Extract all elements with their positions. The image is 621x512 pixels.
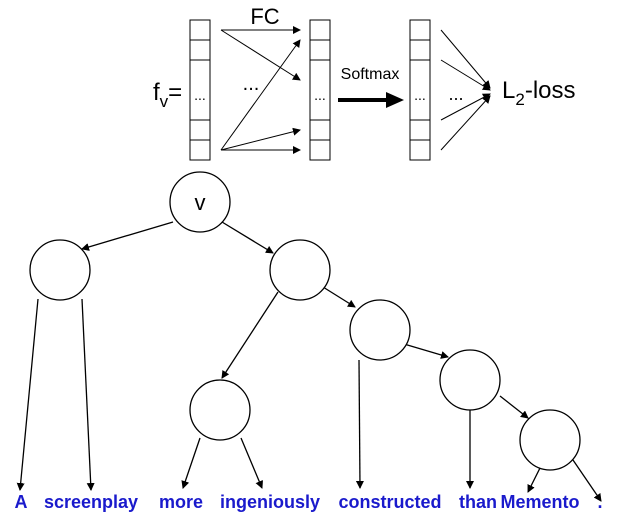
- tree-edges: [16, 221, 602, 502]
- ellipsis-vector-3: ...: [414, 87, 426, 103]
- tree-node-root: [169, 171, 231, 233]
- softmax-label: Softmax: [341, 66, 400, 83]
- tree-node-more-ingeniously: [189, 379, 251, 441]
- tree-node-constructed: [349, 299, 411, 361]
- fc-connections: [220, 26, 301, 154]
- fv-label: fv=: [153, 79, 182, 111]
- word-constructed: constructed: [338, 492, 441, 512]
- tree-node-memento: [519, 409, 581, 471]
- tree-node-right: [269, 239, 331, 301]
- word-screenplay: screenplay: [44, 492, 138, 512]
- l2-loss-label: L2-loss: [502, 77, 576, 109]
- loss-connections: [440, 29, 491, 151]
- word-period: .: [597, 492, 602, 512]
- word-ingeniously: ingeniously: [220, 492, 320, 512]
- word-memento: Memento: [500, 492, 579, 512]
- softmax-arrow: [338, 92, 404, 108]
- softmax-output-vector: [409, 19, 431, 161]
- fc-output-vector: [309, 19, 331, 161]
- tree-node-left: [29, 239, 91, 301]
- word-than: than: [459, 492, 497, 512]
- tree-node-than: [439, 349, 501, 411]
- ellipsis-loss: ...: [448, 84, 463, 104]
- fc-label: FC: [250, 4, 279, 29]
- word-more: more: [159, 492, 203, 512]
- root-node-label: v: [195, 190, 206, 215]
- feature-vector: [189, 19, 211, 161]
- ellipsis-vector-1: ...: [194, 87, 206, 103]
- ellipsis-vector-2: ...: [314, 87, 326, 103]
- word-a: A: [15, 492, 28, 512]
- ellipsis-fc: ...: [243, 73, 260, 95]
